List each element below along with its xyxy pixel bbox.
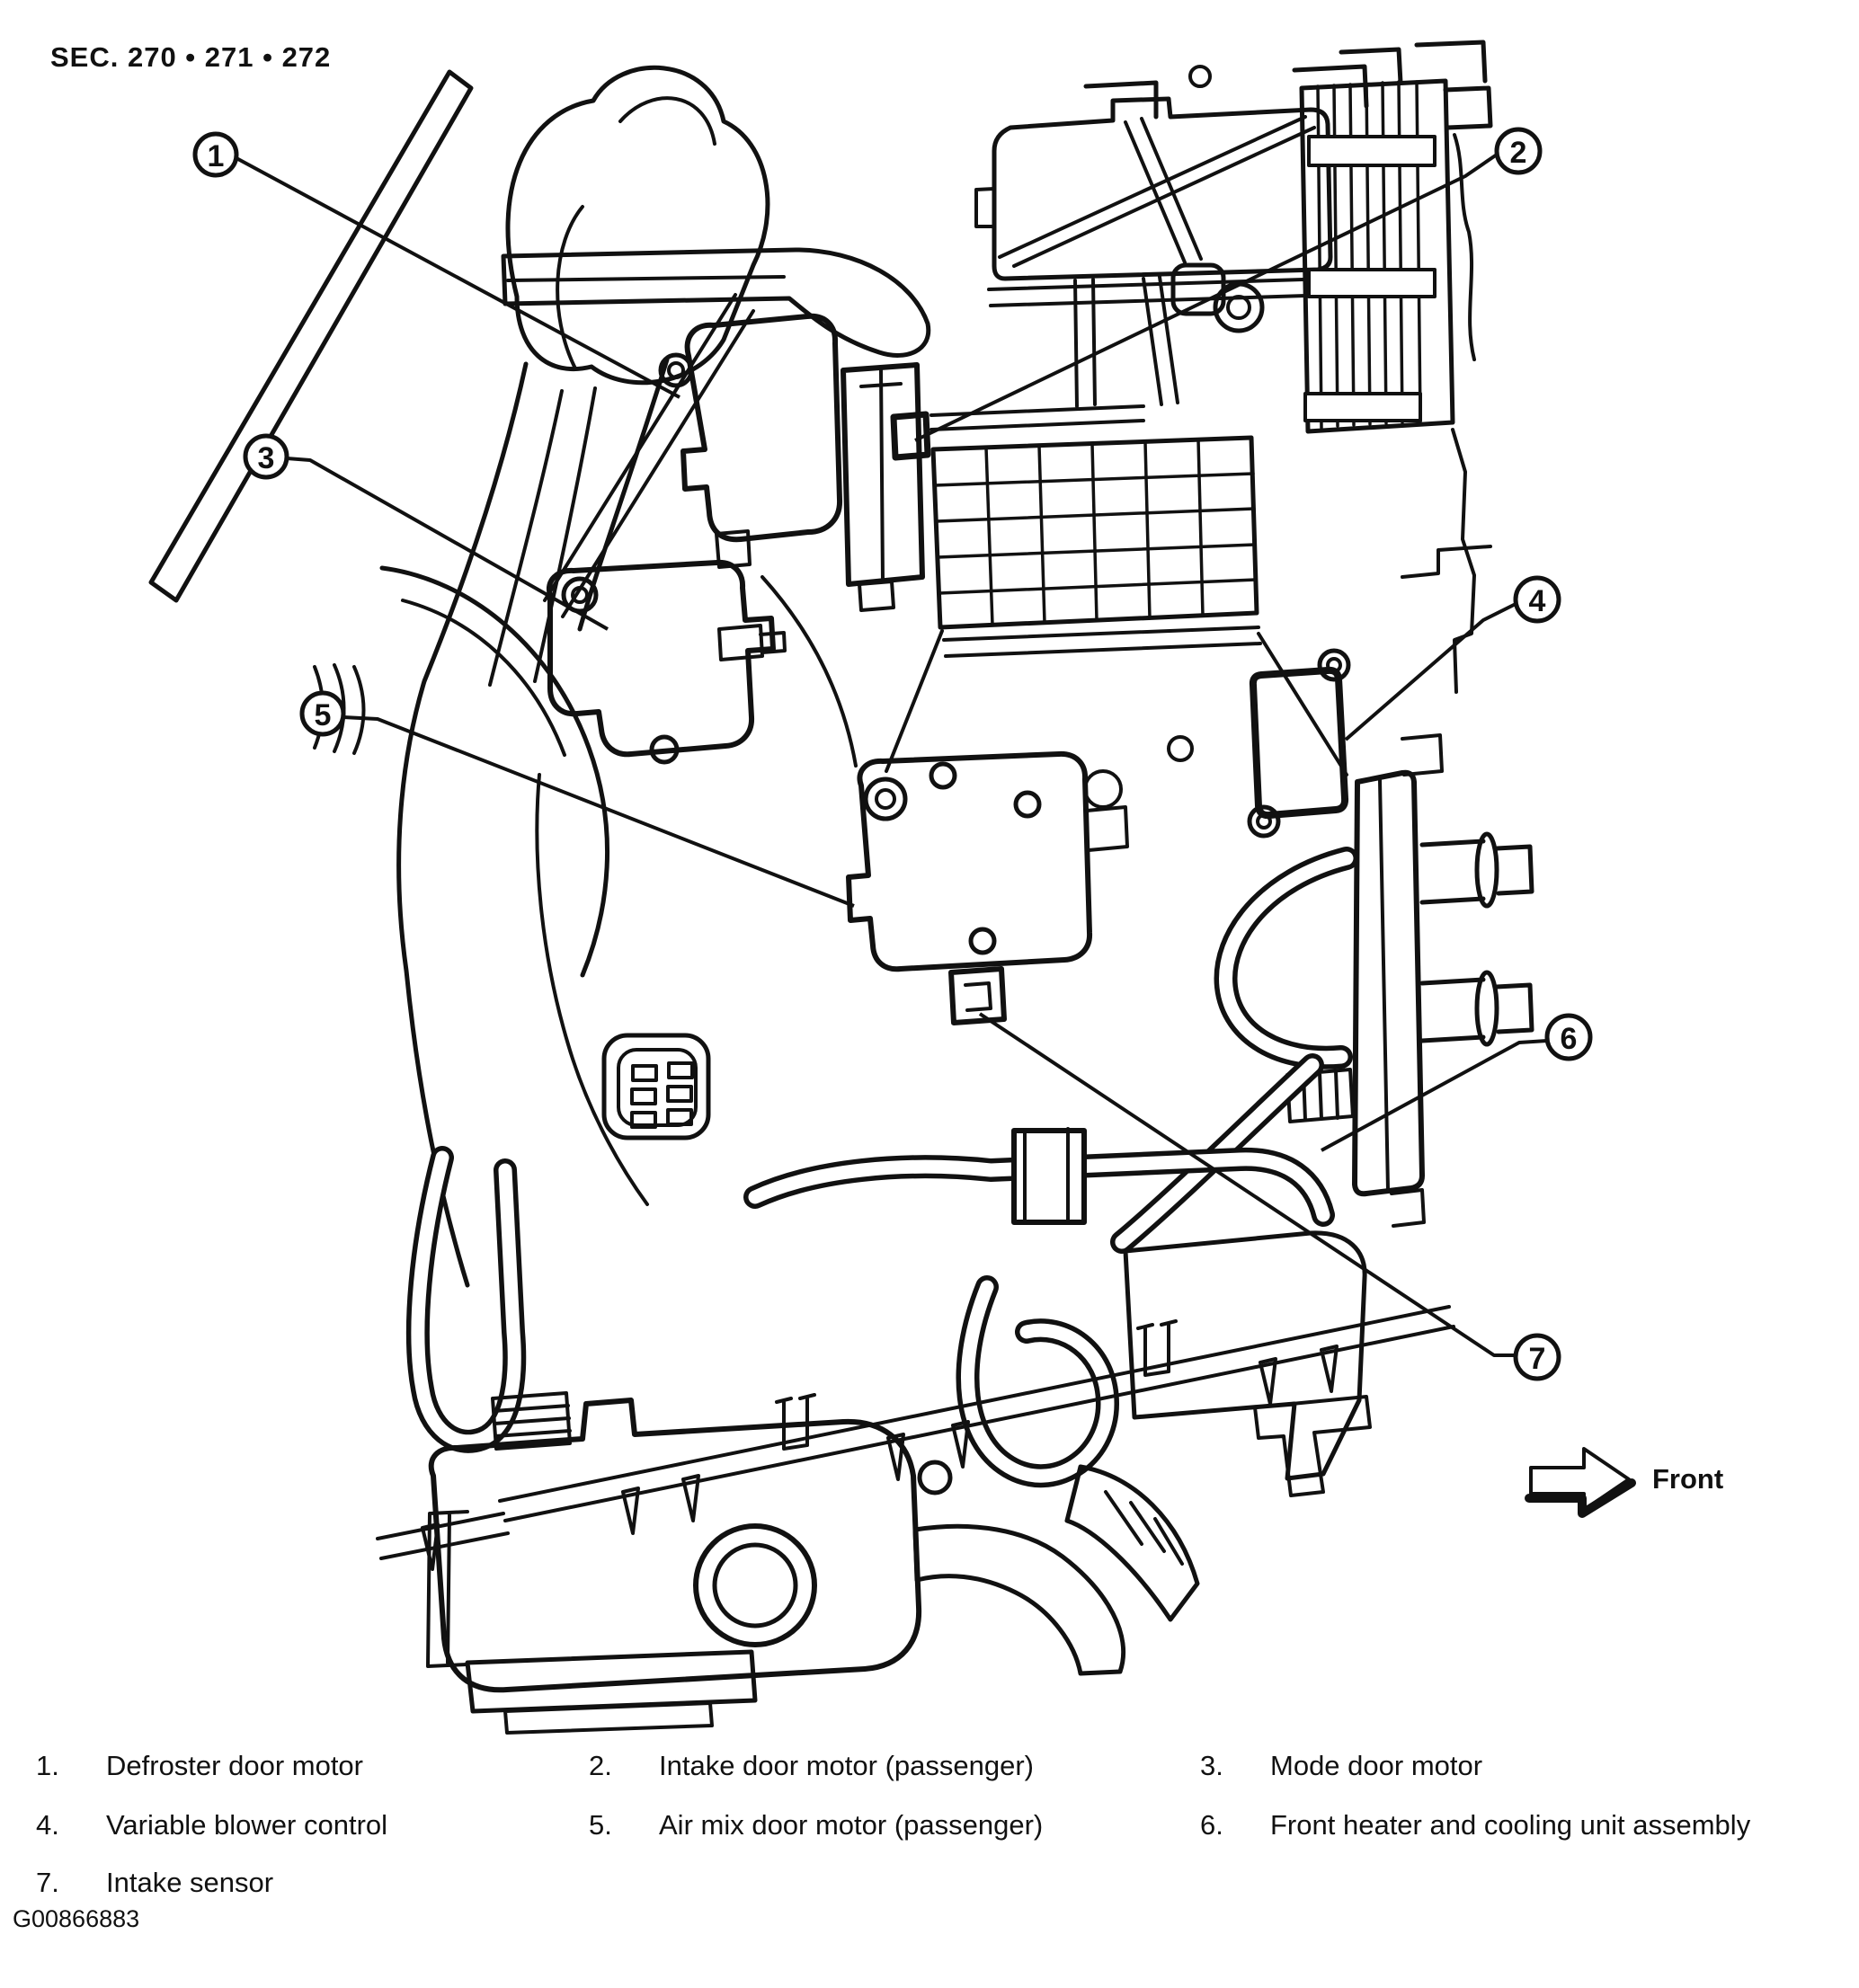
- callout-circle-7: [1513, 1333, 1561, 1381]
- legend-item-number: 6.: [1200, 1809, 1223, 1841]
- callout-number-7: 7: [1529, 1342, 1546, 1376]
- callout-leader-6: [1321, 1039, 1548, 1152]
- legend-item-3: 3. Mode door motor: [1200, 1750, 1483, 1781]
- callout-number-6: 6: [1561, 1022, 1578, 1056]
- legend-item-2: 2. Intake door motor (passenger): [589, 1750, 1034, 1781]
- legend-item-label: Variable blower control: [106, 1809, 388, 1841]
- front-label: Front: [1652, 1463, 1723, 1495]
- figure-code: G00866883: [13, 1905, 140, 1932]
- callout-circle-5: [299, 690, 346, 737]
- callout-circle-3: [243, 433, 289, 480]
- callout-number-2: 2: [1510, 136, 1527, 170]
- front-arrow-icon: [1525, 1447, 1636, 1518]
- callout-circle-2: [1494, 127, 1543, 175]
- legend-item-number: 5.: [589, 1809, 612, 1841]
- legend-item-label: Front heater and cooling unit assembly: [1270, 1809, 1751, 1841]
- legend-item-number: 7.: [36, 1867, 59, 1898]
- legend-item-1: 1. Defroster door motor: [36, 1750, 363, 1781]
- section-header: SEC. 270 • 271 • 272: [50, 41, 332, 73]
- legend-item-6: 6. Front heater and cooling unit assembly: [1200, 1809, 1751, 1841]
- legend-item-number: 3.: [1200, 1750, 1223, 1781]
- legend-item-number: 2.: [589, 1750, 612, 1781]
- legend-item-4: 4. Variable blower control: [36, 1809, 388, 1841]
- assembly-line-art: [148, 40, 1534, 1735]
- callout-leader-7: [978, 1012, 1516, 1357]
- legend-item-label: Intake sensor: [106, 1867, 274, 1898]
- legend-item-7: 7. Intake sensor: [36, 1867, 274, 1898]
- callout-leader-5: [342, 715, 855, 908]
- legend-item-label: Intake door motor (passenger): [659, 1750, 1034, 1781]
- callout-circle-6: [1544, 1013, 1593, 1061]
- legend-item-label: Air mix door motor (passenger): [659, 1809, 1044, 1841]
- legend-item-label: Defroster door motor: [106, 1750, 363, 1781]
- callout-leader-4: [1344, 602, 1517, 741]
- callout-leader-1: [236, 156, 680, 399]
- callout-leader-2: [914, 153, 1499, 442]
- legend-item-5: 5. Air mix door motor (passenger): [589, 1809, 1044, 1841]
- callout-circle-1: [192, 131, 239, 178]
- callout-number-4: 4: [1529, 584, 1546, 618]
- callout-number-1: 1: [208, 139, 225, 173]
- legend-item-number: 4.: [36, 1809, 59, 1841]
- callout-circle-4: [1513, 575, 1561, 624]
- legend-item-number: 1.: [36, 1750, 59, 1781]
- callout-number-3: 3: [258, 441, 275, 475]
- callouts: 1 2 3 4 5 6 7: [192, 127, 1593, 1381]
- callout-leader-3: [286, 457, 609, 631]
- callout-number-5: 5: [315, 698, 332, 732]
- legend-item-label: Mode door motor: [1270, 1750, 1483, 1781]
